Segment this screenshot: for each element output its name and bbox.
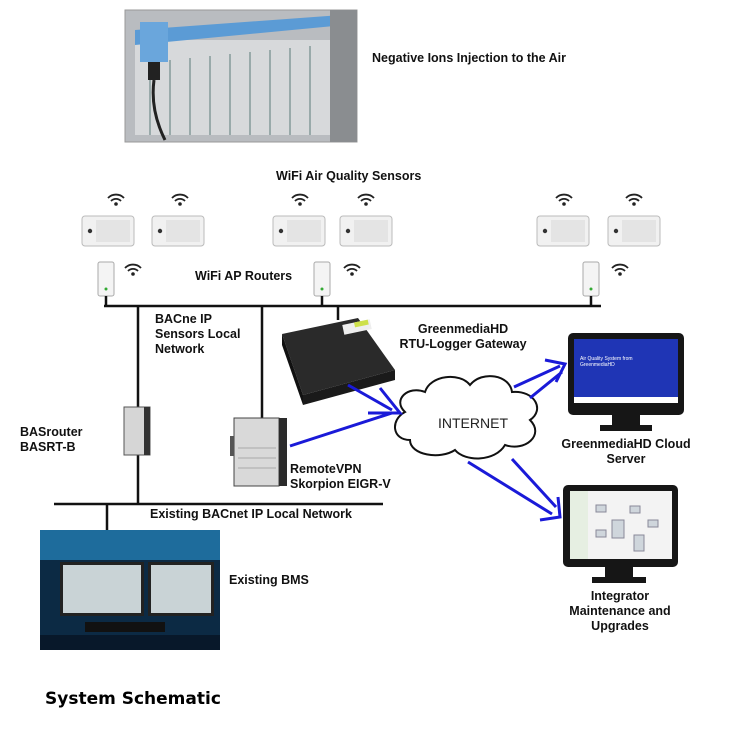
- vpn-label: RemoteVPN Skorpion EIGR-V: [290, 462, 391, 492]
- rtu-logger-gateway: [282, 318, 395, 405]
- gateway-line-2: RTU-Logger Gateway: [399, 337, 527, 351]
- integrator-line-1: Integrator: [590, 589, 650, 603]
- sensor-network-line-1: BACne IP: [155, 312, 212, 326]
- bacnet-network-label: Existing BACnet IP Local Network: [150, 507, 352, 521]
- integrator-monitor: [563, 485, 678, 583]
- ion-injector-photo: [124, 9, 358, 143]
- existing-bms-photo: [40, 530, 220, 650]
- gateway-label: GreenmediaHD RTU-Logger Gateway: [388, 322, 538, 352]
- sensor-network-line-2: Sensors Local: [155, 327, 241, 341]
- cloud-server-monitor: Air Quality System from GreenmediaHD: [568, 333, 684, 431]
- caption: System Schematic: [45, 689, 221, 709]
- vpn-line-2: Skorpion EIGR-V: [290, 477, 391, 491]
- arrow-internet-cloud: [513, 358, 568, 400]
- vpn-line-1: RemoteVPN: [290, 462, 362, 476]
- cloud-server-label: GreenmediaHD Cloud Server: [548, 437, 704, 467]
- arrow-internet-integrator: [467, 457, 562, 522]
- sensor-network-line-3: Network: [155, 342, 205, 356]
- svg-text:Air Quality System from: Air Quality System from: [580, 356, 633, 362]
- network-lines: [54, 296, 601, 530]
- basrouter-device: [123, 406, 151, 456]
- integrator-line-2: Maintenance and: [569, 604, 671, 618]
- bms-label: Existing BMS: [229, 573, 309, 587]
- arrow-vpn-internet: [289, 411, 393, 448]
- gateway-line-1: GreenmediaHD: [417, 322, 509, 336]
- cloud-server-line-2: Server: [606, 452, 646, 466]
- basrouter-line-1: BASrouter: [20, 425, 83, 439]
- wifi-ap-routers: [97, 261, 629, 297]
- ions-label: Negative Ions Injection to the Air: [372, 51, 567, 65]
- integrator-label: Integrator Maintenance and Upgrades: [560, 589, 680, 634]
- data-flow-arrows: [289, 358, 568, 522]
- cloud-server-line-1: GreenmediaHD Cloud: [561, 437, 691, 451]
- integrator-line-3: Upgrades: [591, 619, 649, 633]
- internet-label: INTERNET: [438, 415, 508, 431]
- arrow-gateway-internet: [347, 383, 404, 415]
- air-quality-sensors: [81, 193, 661, 247]
- remotevpn-device: [230, 417, 287, 487]
- sensor-network-label: BACne IP Sensors Local Network: [155, 312, 240, 357]
- svg-text:GreenmediaHD: GreenmediaHD: [580, 362, 615, 368]
- basrouter-line-2: BASRT-B: [20, 440, 76, 454]
- sensors-label: WiFi Air Quality Sensors: [276, 169, 422, 183]
- basrouter-label: BASrouter BASRT-B: [20, 425, 83, 455]
- internet-cloud: [394, 375, 538, 460]
- ap-routers-label: WiFi AP Routers: [195, 269, 293, 283]
